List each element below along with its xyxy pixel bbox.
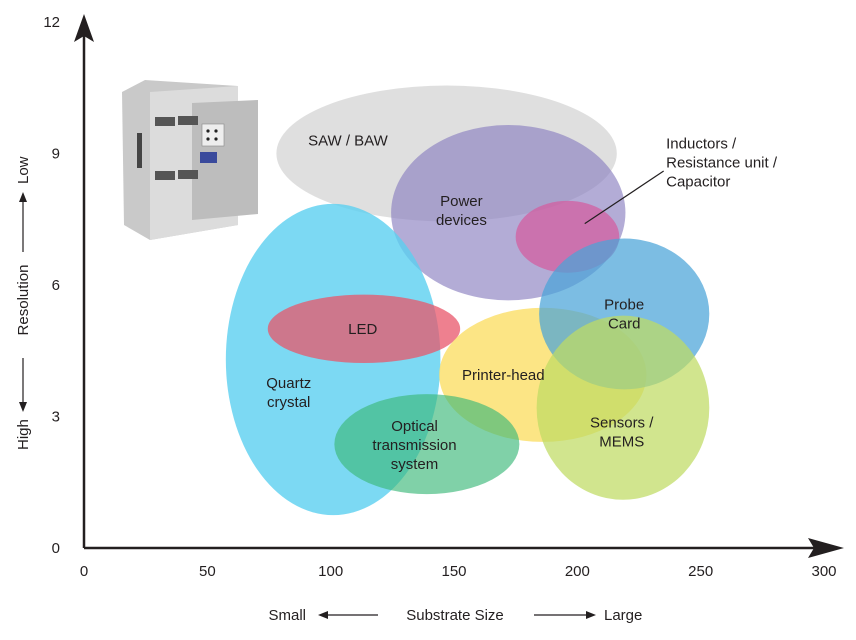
region-sensors-mems <box>536 315 710 500</box>
region-label-line: Probe <box>604 296 644 313</box>
y-tick-label: 12 <box>43 14 60 31</box>
y-axis-label-high: High <box>15 419 32 450</box>
machine-button <box>206 137 210 141</box>
x-axis-arrowhead <box>808 538 844 558</box>
region-label-saw-baw: SAW / BAW <box>308 132 389 149</box>
region-label-line: Optical <box>391 418 438 435</box>
y-label-arrowhead-down <box>19 402 27 412</box>
region-label-line: LED <box>348 321 377 338</box>
region-label-line: crystal <box>267 394 310 411</box>
machine-button <box>214 137 218 141</box>
x-label-arrowhead-left <box>318 611 328 619</box>
region-label-printer-head: Printer-head <box>462 367 545 384</box>
y-tick-label: 6 <box>52 277 60 294</box>
region-label-quartz-crystal: Quartz crystal <box>266 375 311 411</box>
region-label-line: MEMS <box>599 433 644 450</box>
region-label-line: Quartz <box>266 375 311 392</box>
machine-window <box>178 116 198 125</box>
region-led <box>267 294 461 364</box>
y-axis-label-low: Low <box>15 156 32 184</box>
x-tick-label: 250 <box>688 563 713 580</box>
region-label-line: SAW / BAW <box>308 132 389 149</box>
x-axis-label: Substrate Size <box>406 607 504 624</box>
machine-panel <box>201 123 225 147</box>
y-axis-arrowhead <box>74 14 94 42</box>
region-label-line: Card <box>608 315 641 332</box>
region-label-line: Resistance unit / <box>666 154 778 171</box>
region-label-line: Sensors / <box>590 414 654 431</box>
machine-screen <box>200 152 217 163</box>
annotation-leader-line <box>584 170 664 225</box>
region-label-line: transmission <box>372 437 456 454</box>
y-axis-label: Resolution <box>15 265 32 336</box>
y-tick-label: 3 <box>52 409 60 426</box>
machine-window <box>178 170 198 179</box>
region-label-line: Inductors / <box>666 135 737 152</box>
machine-window <box>155 171 175 180</box>
machine-button <box>206 129 210 133</box>
region-labels: SAW / BAW Power devices Inductors / Resistan… <box>266 132 778 473</box>
regions <box>225 85 710 516</box>
region-label-line: Power <box>440 193 483 210</box>
y-axis-label-group: High Resolution Low <box>15 156 32 450</box>
machine-photo <box>122 80 258 240</box>
region-label-line: system <box>391 456 439 473</box>
region-label-led: LED <box>348 321 377 338</box>
region-label-line: Printer-head <box>462 367 545 384</box>
x-tick-label: 50 <box>199 563 216 580</box>
y-tick-label: 9 <box>52 146 60 163</box>
region-label-sensors-mems: Sensors / MEMS <box>590 414 654 450</box>
region-optical-transmission-system <box>334 394 520 495</box>
region-label-line: Capacitor <box>666 173 730 190</box>
x-label-arrowhead-right <box>586 611 596 619</box>
machine-window <box>155 117 175 126</box>
x-tick-label: 200 <box>565 563 590 580</box>
machine-button <box>214 129 218 133</box>
y-label-arrowhead-up <box>19 192 27 202</box>
region-label-power-devices: Power devices <box>436 193 487 229</box>
region-label-line: devices <box>436 212 487 229</box>
machine-door-slot <box>137 133 142 168</box>
region-label-optical-transmission-system: Optical transmission system <box>372 418 456 473</box>
x-tick-label: 300 <box>811 563 836 580</box>
y-tick-label: 0 <box>52 540 60 557</box>
x-tick-label: 100 <box>318 563 343 580</box>
x-tick-label: 0 <box>80 563 88 580</box>
x-tick-label: 150 <box>441 563 466 580</box>
x-axis-label-small: Small <box>268 607 306 624</box>
region-label-inductors-resistance-unit-capacitor: Inductors / Resistance unit / Capacitor <box>666 135 778 190</box>
x-axis-label-large: Large <box>604 607 642 624</box>
